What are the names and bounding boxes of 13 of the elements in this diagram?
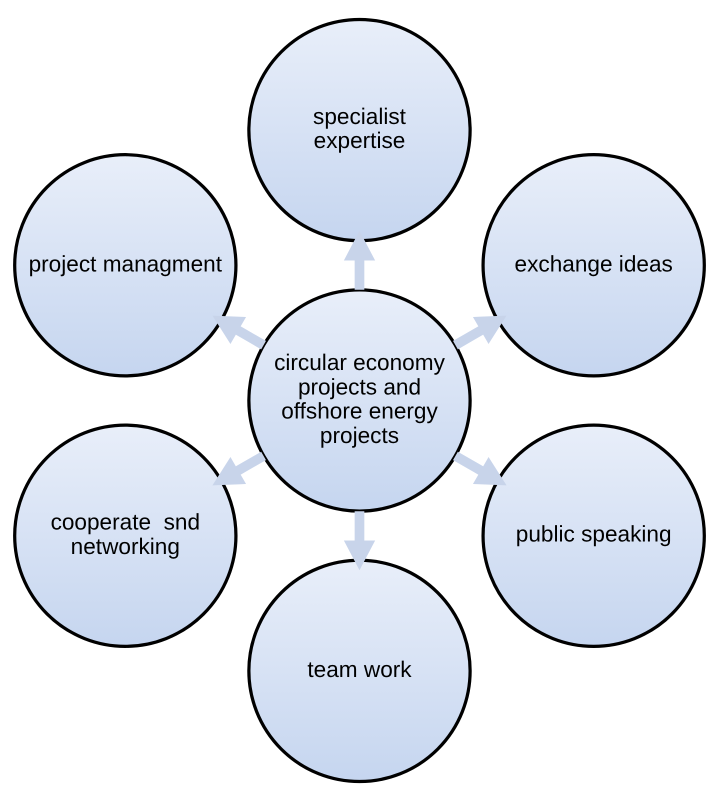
node-circle: public speaking xyxy=(481,423,706,648)
arrow xyxy=(344,511,376,570)
node-circle: specialist expertise xyxy=(247,18,472,242)
node-circle: team work xyxy=(247,558,472,784)
arrow xyxy=(212,316,266,350)
arrow xyxy=(453,452,507,486)
arrow xyxy=(344,230,376,290)
node-circle: circular economy projects and offshore energy projects xyxy=(247,288,472,513)
arrow xyxy=(453,316,507,350)
arrow xyxy=(212,452,266,486)
node-circle: project managment xyxy=(13,153,238,378)
node-circle: exchange ideas xyxy=(481,153,706,378)
node-circle: cooperate snd networking xyxy=(13,423,238,648)
